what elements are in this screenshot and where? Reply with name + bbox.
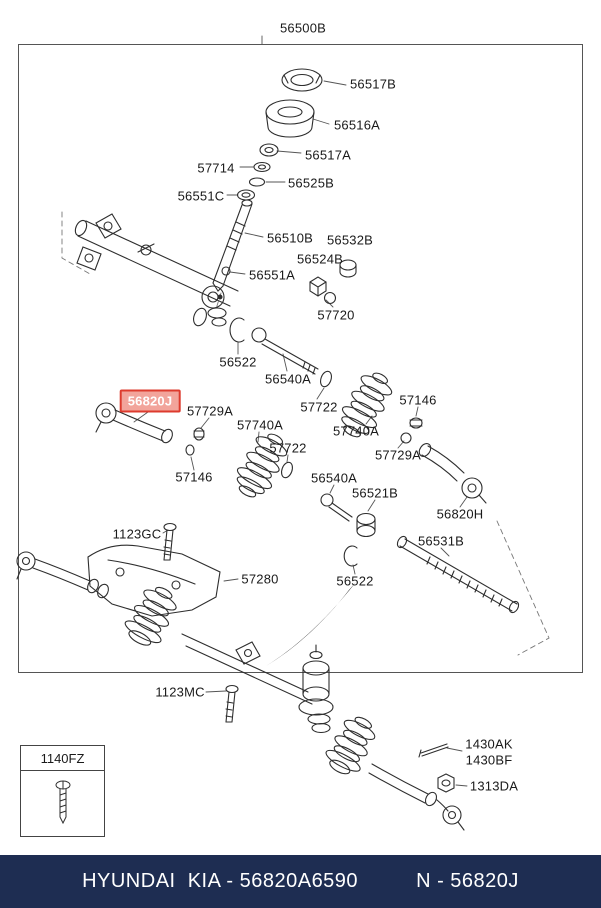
rack-bar-56531B [396,535,520,614]
part-label[interactable]: 1430BF [465,752,513,768]
part-label[interactable]: 56510B [266,230,314,246]
snap-ring-56522-lower [343,545,358,567]
footer-part-code: HYUNDAI KIA - 56820A6590 [82,870,359,892]
part-label[interactable]: 1140FZ [21,746,104,771]
part-label[interactable]: 56524B [296,251,344,267]
nut-1313DA [437,773,455,793]
roller-56551A [221,266,231,276]
pinion-shaft-56510B [212,199,253,300]
part-label[interactable]: 57146 [399,392,437,408]
part-label[interactable]: 56500B [279,20,327,36]
pin-1430AK-1430BF [418,743,449,758]
part-label[interactable]: 56516A [333,117,381,133]
bolt-1123MC [225,684,239,723]
part-label[interactable]: 57280 [241,571,279,587]
cover-56516A [265,99,315,138]
inner-tie-rod-56540A-upper [251,327,319,375]
part-label[interactable]: 56522 [219,354,257,370]
tie-rod-end-56820H [418,443,487,504]
part-label[interactable]: 57740A [236,417,284,433]
bearing-56517A [259,143,279,157]
part-label[interactable]: 57146 [175,469,213,485]
housing-assembly-upper [74,213,239,327]
part-label[interactable]: 57729A [186,403,234,419]
part-label[interactable]: 57740A [332,423,380,439]
part-label[interactable]: 1123MC [155,684,205,700]
diagram-frame [18,44,583,673]
ring-56517B [281,68,323,92]
part-label[interactable]: 56531B [417,533,465,549]
nut-57729A-left [193,427,205,441]
part-label[interactable]: 57714 [197,160,235,176]
clamp-57722-left [281,461,293,479]
part-label-highlighted[interactable]: 56820J [119,389,181,413]
inset-part-drawing [21,771,104,835]
part-label[interactable]: 1123GC [112,526,162,542]
washer-57146-left [185,444,195,456]
yoke-plug-57720 [323,291,337,305]
nut-57146-right [409,417,423,429]
boot-57740A-right [341,372,393,438]
footer-bar: HYUNDAI KIA - 56820A6590 N - 56820J [0,855,601,908]
part-label[interactable]: 56521B [351,485,399,501]
part-label[interactable]: 56820H [436,506,484,522]
part-label[interactable]: 56551A [248,267,296,283]
nut-57729A-right [400,432,412,444]
lower-rack-assembly [16,551,465,831]
plug-56532B [339,259,357,278]
washer-57714 [253,161,271,173]
part-label[interactable]: 56532B [326,232,374,248]
bushing-56521B [356,512,376,538]
tie-rod-end-56820J [95,402,173,444]
leader-lines [133,35,468,787]
snap-ring-56522-upper [229,317,245,343]
clamp-57722-right [320,370,332,388]
part-label[interactable]: 56525B [287,175,335,191]
cushion-56524B [309,276,327,297]
bolt-1123GC [163,522,177,561]
heat-shield-57280 [87,544,221,617]
part-label[interactable]: 57722 [269,440,307,456]
inset-part-box: 1140FZ [20,745,105,837]
part-label[interactable]: 56522 [336,573,374,589]
part-label[interactable]: 56517B [349,76,397,92]
part-label[interactable]: 1430AK [465,736,513,752]
part-label[interactable]: 56540A [310,470,358,486]
part-label[interactable]: 1313DA [469,778,519,794]
footer-part-number: N - 56820J [416,870,519,892]
part-label[interactable]: 57722 [300,399,338,415]
part-label[interactable]: 57720 [317,307,355,323]
part-label[interactable]: 56551C [177,188,225,204]
seal-56525B [248,177,266,187]
part-label[interactable]: 56540A [264,371,312,387]
boot-57740A-left [236,433,288,498]
inner-tie-rod-56540A-lower [320,493,353,522]
part-label[interactable]: 57729A [374,447,422,463]
screw-icon [55,780,70,825]
part-label[interactable]: 56517A [304,147,352,163]
